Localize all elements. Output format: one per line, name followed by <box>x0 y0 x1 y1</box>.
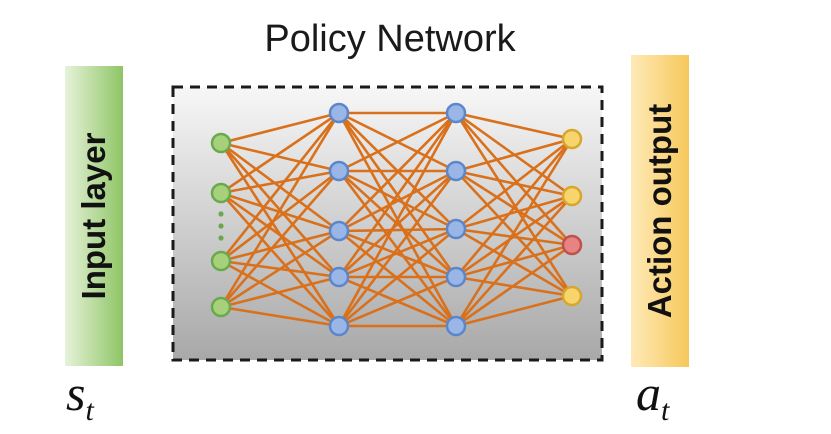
edge-l0-1-1 <box>220 169 340 195</box>
ellipsis-dot-2 <box>218 235 224 241</box>
hidden-node-l1-0 <box>328 102 350 124</box>
edge-l0-0-1 <box>220 141 340 173</box>
hidden-node-l1-2 <box>328 220 350 242</box>
ellipsis-dot-0 <box>218 211 224 217</box>
edge-l1-4-0 <box>337 112 458 327</box>
edge-l2-2-1 <box>455 194 573 231</box>
edge-l0-2-2 <box>220 229 340 263</box>
state-symbol: st <box>66 364 94 428</box>
input-ellipsis <box>218 211 224 241</box>
action-output-bar: Action output <box>631 55 689 367</box>
hidden-node-l2-2 <box>445 218 467 240</box>
hidden-node-l2-0 <box>445 102 467 124</box>
edge-l2-0-3 <box>454 112 574 297</box>
page-title: Policy Network <box>264 18 516 60</box>
edge-l0-1-3 <box>220 191 340 279</box>
edge-l1-1-0 <box>338 111 457 173</box>
hidden-node-l2-1 <box>445 160 467 182</box>
network-nodes <box>210 102 583 337</box>
input-node-2 <box>210 250 232 272</box>
edge-l1-2-2 <box>338 227 457 233</box>
edge-l2-2-0 <box>455 137 573 231</box>
edge-l1-2-0 <box>338 112 457 232</box>
hidden-node-l1-4 <box>328 315 350 337</box>
edge-l0-2-1 <box>220 169 340 263</box>
edge-l1-3-2 <box>338 227 457 279</box>
edge-l0-3-3 <box>220 275 340 309</box>
state-symbol-base: s <box>66 365 86 421</box>
edge-l0-3-1 <box>220 170 340 308</box>
edge-l2-4-0 <box>454 138 574 327</box>
edge-l1-2-1 <box>338 169 457 233</box>
edge-l2-3-1 <box>455 194 573 279</box>
edge-l2-4-2 <box>455 243 573 328</box>
edge-l1-4-2 <box>338 227 457 328</box>
edge-l1-4-1 <box>337 170 458 327</box>
edge-l0-3-4 <box>220 305 340 328</box>
output-node-selected <box>561 234 583 256</box>
edge-l2-1-0 <box>455 137 573 173</box>
edge-l0-2-4 <box>220 259 340 328</box>
network-edges <box>219 111 574 328</box>
hidden-node-l1-1 <box>328 160 350 182</box>
output-node-3 <box>561 285 583 307</box>
edge-l0-3-2 <box>220 229 340 309</box>
action-symbol: at <box>636 364 669 428</box>
edge-l0-1-0 <box>220 111 340 195</box>
hidden-node-l2-4 <box>445 315 467 337</box>
action-symbol-subscript: t <box>661 394 670 427</box>
edge-l0-0-0 <box>220 111 340 145</box>
input-layer-bar: Input layer <box>65 66 123 366</box>
edge-l0-2-0 <box>219 112 341 262</box>
edge-l1-4-3 <box>338 275 457 328</box>
edge-l2-4-1 <box>455 195 573 327</box>
edge-l2-3-0 <box>455 138 573 278</box>
hidden-node-l2-3 <box>445 266 467 288</box>
state-symbol-subscript: t <box>85 394 94 427</box>
input-node-3 <box>210 296 232 318</box>
edge-l0-3-0 <box>219 112 341 308</box>
edge-l2-0-0 <box>455 111 573 141</box>
output-node-0 <box>561 128 583 150</box>
input-node-1 <box>210 182 232 204</box>
output-node-1 <box>561 185 583 207</box>
ellipsis-dot-1 <box>218 223 224 229</box>
edge-l2-4-3 <box>455 294 573 328</box>
edge-l2-0-2 <box>455 112 573 246</box>
input-node-0 <box>210 132 232 154</box>
edge-l1-3-1 <box>338 170 457 278</box>
action-symbol-base: a <box>636 365 661 421</box>
edge-l0-1-4 <box>220 192 340 327</box>
edge-l1-3-0 <box>337 112 458 278</box>
hidden-node-l1-3 <box>328 266 350 288</box>
